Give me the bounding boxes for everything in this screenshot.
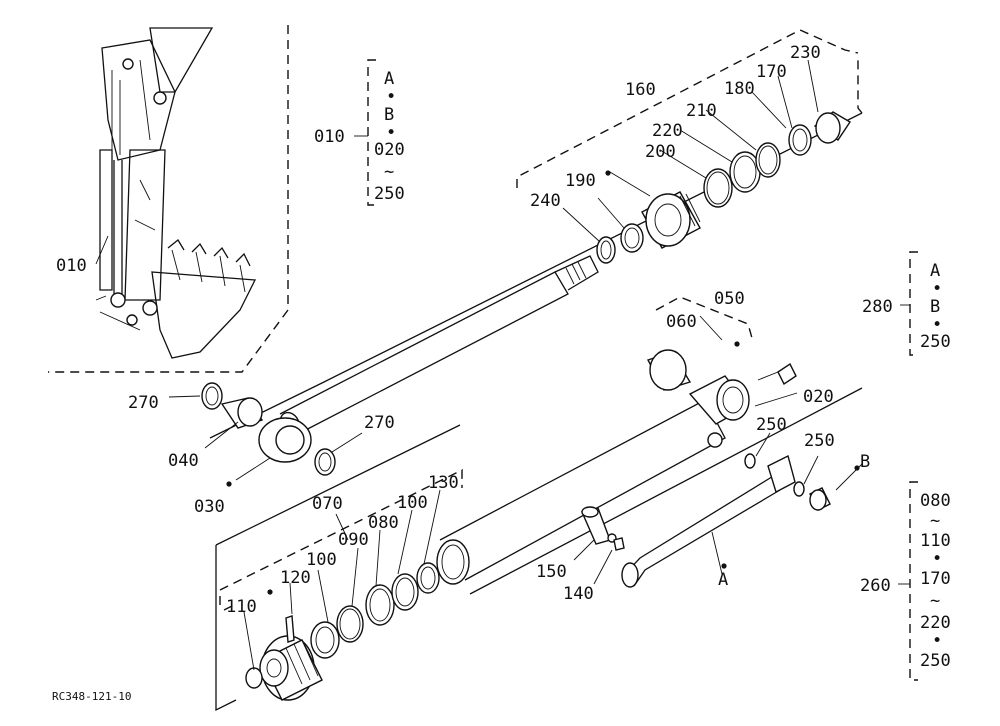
label-090: 090 [338, 530, 369, 550]
group-280-item-2: B [930, 297, 940, 317]
group-010-list: A • B • 020 ~ 250 [374, 69, 405, 204]
label-130: 130 [428, 473, 459, 493]
label-190: 190 [565, 171, 596, 191]
group-260-item-1: ~ [930, 511, 940, 531]
group-280-item-4: 250 [920, 332, 951, 352]
arm-bucket-inset [48, 25, 289, 373]
label-040: 040 [168, 451, 199, 471]
label-100-right: 100 [397, 493, 428, 513]
piston-assembly [215, 424, 463, 712]
group-260-bracket [898, 481, 918, 681]
label-b-marker: B [860, 452, 870, 472]
group-280-item-3: • [932, 315, 942, 335]
group-280-bracket [900, 251, 918, 356]
label-160: 160 [625, 80, 656, 100]
group-280-list: A • B • 250 [920, 261, 951, 352]
label-180: 180 [724, 79, 755, 99]
group-260-item-4: 170 [920, 569, 951, 589]
label-060: 060 [666, 312, 697, 332]
label-120: 120 [280, 568, 311, 588]
label-270-left: 270 [128, 393, 159, 413]
label-150: 150 [536, 562, 567, 582]
group-260-item-7: • [932, 631, 942, 651]
rod-assembly [168, 29, 863, 487]
group-280-item-0: A [930, 261, 940, 281]
label-030: 030 [194, 497, 225, 517]
label-230: 230 [790, 43, 821, 63]
group-010-bracket [354, 59, 376, 206]
label-010: 010 [314, 127, 345, 147]
label-210: 210 [686, 101, 717, 121]
group-260-item-8: 250 [920, 651, 951, 671]
label-070: 070 [312, 494, 343, 514]
label-240: 240 [530, 191, 561, 211]
group-260-item-5: ~ [930, 591, 940, 611]
group-010-item-4: 020 [374, 140, 405, 160]
label-080: 080 [368, 513, 399, 533]
group-260-item-2: 110 [920, 531, 951, 551]
group-010-item-2: B [384, 105, 394, 125]
label-280: 280 [862, 297, 893, 317]
group-010-item-3: • [386, 123, 396, 143]
group-260-item-3: • [932, 549, 942, 569]
label-170: 170 [756, 62, 787, 82]
label-260: 260 [860, 576, 891, 596]
label-250-right: 250 [804, 431, 835, 451]
part-labels: 010 010 270 270 040 030 240 190 200 220 … [56, 43, 893, 617]
label-020: 020 [803, 387, 834, 407]
group-010-item-1: • [386, 87, 396, 107]
label-250-left: 250 [756, 415, 787, 435]
label-200: 200 [645, 142, 676, 162]
group-280-item-1: • [932, 279, 942, 299]
label-220: 220 [652, 121, 683, 141]
label-a-marker: A [718, 570, 728, 590]
label-140: 140 [563, 584, 594, 604]
label-050: 050 [714, 289, 745, 309]
label-270-right: 270 [364, 413, 395, 433]
label-100-left: 100 [306, 550, 337, 570]
group-010-item-5: ~ [384, 162, 394, 182]
tube-assembly [436, 296, 863, 595]
group-260-item-0: 080 [920, 491, 951, 511]
label-110: 110 [226, 597, 257, 617]
document-code: RC348-121-10 [52, 690, 131, 703]
group-260-list: 080 ~ 110 • 170 ~ 220 • 250 [920, 491, 951, 671]
group-010-item-0: A [384, 69, 394, 89]
group-260-item-6: 220 [920, 613, 951, 633]
group-010-item-6: 250 [374, 184, 405, 204]
label-010-inset: 010 [56, 256, 87, 276]
